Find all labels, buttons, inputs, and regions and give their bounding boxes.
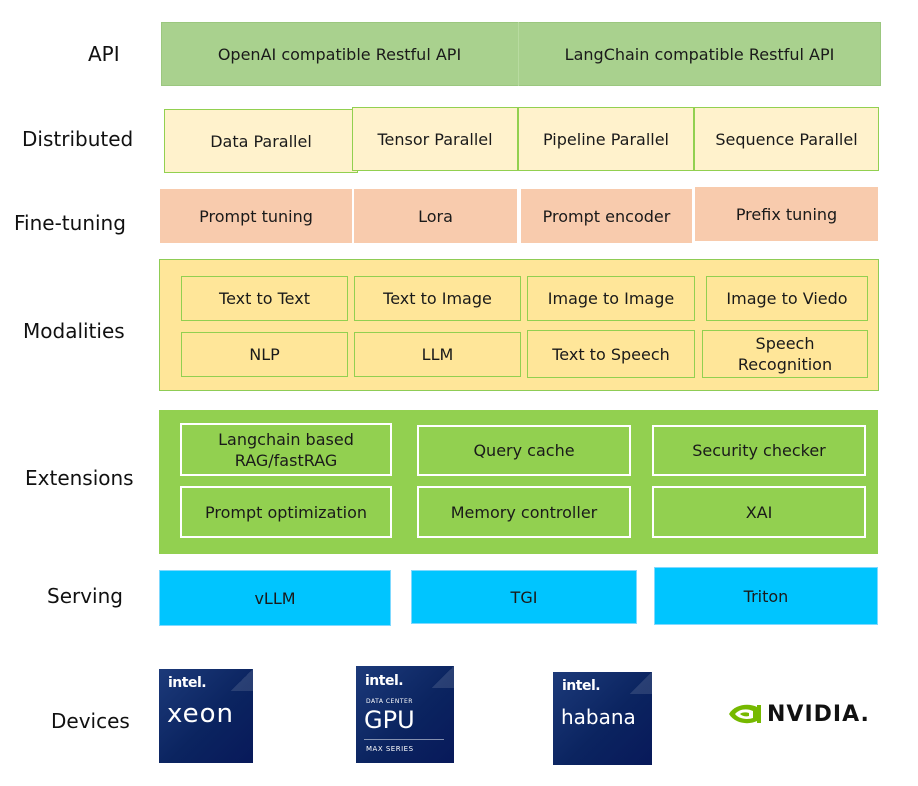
extension-security-checker: Security checker	[652, 425, 866, 476]
gpu-product: GPU	[364, 706, 415, 734]
serving-tgi: TGI	[411, 570, 637, 624]
gpu-brand: intel.	[365, 673, 404, 689]
finetuning-prompt-encoder: Prompt encoder	[521, 189, 692, 243]
modality-image-to-image: Image to Image	[527, 276, 695, 321]
row-label-devices: Devices	[51, 709, 130, 733]
modality-image-to-video: Image to Viedo	[706, 276, 868, 321]
row-label-distributed: Distributed	[22, 127, 134, 151]
nvidia-logo: NVIDIA.	[727, 701, 870, 727]
habana-brand: intel.	[562, 678, 601, 694]
modality-text-to-image: Text to Image	[354, 276, 521, 321]
gpu-subtitle: DATA CENTER	[366, 698, 413, 705]
finetuning-lora: Lora	[354, 189, 517, 243]
finetuning-prefix-tuning: Prefix tuning	[695, 187, 878, 241]
row-label-api: API	[88, 42, 120, 66]
intel-gpu-logo: intel. DATA CENTER GPU MAX SERIES	[356, 666, 454, 763]
row-label-modalities: Modalities	[23, 319, 125, 343]
xeon-product: xeon	[167, 699, 234, 729]
nvidia-wordmark: NVIDIA.	[767, 701, 870, 727]
extension-langchain-rag: Langchain based RAG/fastRAG	[180, 423, 392, 476]
intel-xeon-logo: intel. xeon	[159, 669, 253, 763]
modality-llm: LLM	[354, 332, 521, 377]
habana-product: habana	[561, 705, 636, 729]
distributed-sequence-parallel: Sequence Parallel	[694, 107, 879, 171]
nvidia-eye-icon	[729, 704, 761, 724]
row-label-extensions: Extensions	[25, 466, 134, 490]
modality-nlp: NLP	[181, 332, 348, 377]
row-label-serving: Serving	[47, 584, 123, 608]
gpu-series: MAX SERIES	[366, 745, 414, 753]
gpu-divider	[364, 739, 444, 740]
api-divider	[518, 22, 519, 86]
serving-triton: Triton	[654, 567, 878, 625]
modality-speech-recognition: Speech Recognition	[702, 330, 868, 378]
api-langchain: LangChain compatible Restful API	[564, 44, 835, 64]
distributed-tensor-parallel: Tensor Parallel	[352, 107, 518, 171]
xeon-brand: intel.	[168, 675, 207, 691]
finetuning-prompt-tuning: Prompt tuning	[160, 189, 352, 243]
extension-xai: XAI	[652, 486, 866, 538]
distributed-data-parallel: Data Parallel	[164, 109, 358, 173]
serving-vllm: vLLM	[159, 570, 391, 626]
row-label-finetuning: Fine-tuning	[14, 211, 126, 235]
distributed-pipeline-parallel: Pipeline Parallel	[518, 107, 694, 171]
intel-habana-logo: intel. habana	[553, 672, 652, 765]
extension-query-cache: Query cache	[417, 425, 631, 476]
modality-text-to-speech: Text to Speech	[527, 330, 695, 378]
extension-prompt-optimization: Prompt optimization	[180, 486, 392, 538]
modality-text-to-text: Text to Text	[181, 276, 348, 321]
api-openai: OpenAI compatible Restful API	[217, 44, 462, 64]
extension-memory-controller: Memory controller	[417, 486, 631, 538]
api-row	[161, 22, 881, 86]
